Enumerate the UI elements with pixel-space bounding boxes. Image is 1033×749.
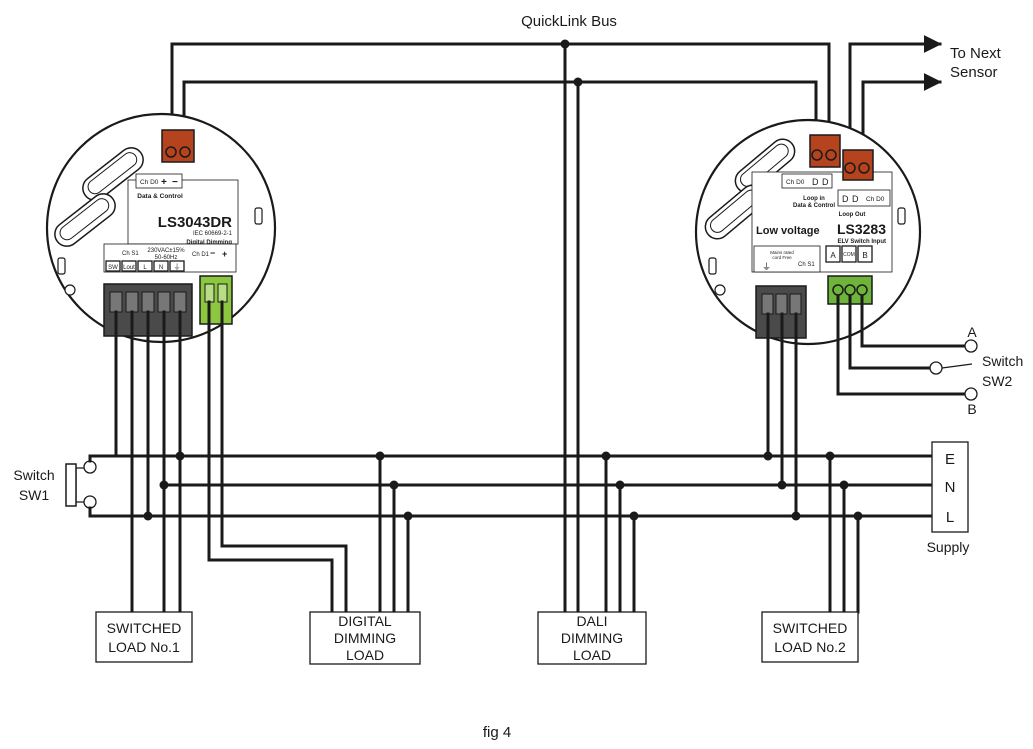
bus-connector-left xyxy=(161,129,195,163)
load1-line-2: LOAD No.1 xyxy=(108,639,180,655)
terminal-label-l: L xyxy=(143,265,147,271)
r-d-4: D xyxy=(852,194,859,204)
bus-label: QuickLink Bus xyxy=(521,13,617,30)
ch-d0-label: Ch D0 xyxy=(140,179,159,186)
rating-voltage: 230VAC±15% xyxy=(147,248,185,254)
load3-line-1: DALI xyxy=(576,613,607,629)
bus-connector-right-out xyxy=(842,149,874,181)
r-label-b: B xyxy=(862,251,867,260)
dimming-connector-left xyxy=(199,275,233,325)
load2-line-1: DIGITAL xyxy=(338,613,392,629)
rating-frequency: 50-60Hz xyxy=(155,255,178,261)
supply-block: E N L Supply xyxy=(927,441,970,555)
terminal-label-row: SW Lout L N ⏚ xyxy=(105,260,185,272)
quicklink-bus xyxy=(170,35,942,614)
next-sensor-label: To Next Sensor xyxy=(950,45,1002,81)
sw1-label-line-1: Switch xyxy=(13,467,54,483)
minus-sign-d1: − xyxy=(210,248,215,258)
loop-out-label: Loop Out xyxy=(839,212,866,218)
elv-input-label: ELV Switch Input xyxy=(837,239,886,245)
left-unit-wiring xyxy=(88,300,348,614)
sw2-terminal-b: B xyxy=(967,401,976,417)
minus-sign: − xyxy=(172,177,178,188)
supply-rails xyxy=(88,454,934,518)
mounting-slot-icon xyxy=(54,147,144,247)
r-ch-d0-label: Ch D0 xyxy=(786,179,805,186)
r-d-1: D xyxy=(812,177,819,187)
load4-line-2: LOAD No.2 xyxy=(774,639,846,655)
sw2-label-line-2: SW2 xyxy=(982,373,1013,389)
supply-terminal-l: L xyxy=(946,509,954,526)
load3-line-2: DIMMING xyxy=(561,630,623,646)
load1-line-1: SWITCHED xyxy=(107,620,182,636)
switch-sw1: Switch SW1 xyxy=(13,454,97,518)
sensor-ls3043dr: Ch D0 + − Data & Control LS3043DR IEC 60… xyxy=(45,112,277,344)
r-d-3: D xyxy=(842,194,849,204)
supply-terminal-e: E xyxy=(945,451,955,468)
load-switched-2: SWITCHED LOAD No.2 xyxy=(761,611,859,663)
sw2-terminal-a: A xyxy=(967,324,977,340)
load2-line-3: LOAD xyxy=(346,647,384,663)
bus-connector-right-in xyxy=(809,134,841,168)
load-digital-dimming: DIGITAL DIMMING LOAD xyxy=(309,611,421,665)
next-sensor-line-1: To Next xyxy=(950,45,1002,62)
junction-dots xyxy=(143,39,863,521)
r-d-2: D xyxy=(822,177,829,187)
load-wiring xyxy=(378,454,636,614)
terminal-label-earth: ⏚ xyxy=(174,263,181,271)
next-sensor-line-2: Sensor xyxy=(950,64,998,81)
terminal-label-lout: Lout xyxy=(123,265,135,271)
low-voltage-label: Low voltage xyxy=(756,225,820,237)
plus-sign: + xyxy=(161,177,167,188)
load3-line-3: LOAD xyxy=(573,647,611,663)
mains-rated-label: Mains rated xyxy=(770,250,794,255)
r-ch-s1-label: Ch S1 xyxy=(798,262,815,268)
data-control-label: Data & Control xyxy=(137,193,183,200)
function-label: Digital Dimming xyxy=(186,240,232,246)
model-ls3283: LS3283 xyxy=(837,221,886,237)
load2-line-2: DIMMING xyxy=(334,630,396,646)
load-switched-1: SWITCHED LOAD No.1 xyxy=(95,611,193,663)
sw1-label-line-2: SW1 xyxy=(19,487,50,503)
right-unit-wiring xyxy=(766,294,967,614)
sw2-label-line-1: Switch xyxy=(982,353,1023,369)
plus-sign-d1: + xyxy=(222,249,227,259)
r-ch-d0-out-label: Ch D0 xyxy=(866,196,885,203)
loop-in-data-label: Data & Control xyxy=(793,203,835,209)
load-dali-dimming: DALI DIMMING LOAD xyxy=(537,611,647,665)
r-label-a: A xyxy=(830,251,836,260)
cord-free-label: cord Free xyxy=(772,255,792,260)
figure-caption: fig 4 xyxy=(483,724,511,741)
model-ls3043dr: LS3043DR xyxy=(158,214,232,231)
sensor-ls3283: Ch D0 D D Loop in Data & Control D D Ch … xyxy=(694,118,922,346)
standard-label: IEC 60669-2-1 xyxy=(193,231,233,237)
earth-icon: ⏚ xyxy=(762,262,771,272)
r-label-com: COM xyxy=(843,252,855,258)
supply-label: Supply xyxy=(927,539,970,555)
supply-terminal-n: N xyxy=(945,479,956,496)
ch-s1-label: Ch S1 xyxy=(122,251,139,257)
loop-in-label: Loop in xyxy=(803,196,825,202)
terminal-label-sw: SW xyxy=(108,265,118,271)
terminal-label-n: N xyxy=(159,265,163,271)
load4-line-1: SWITCHED xyxy=(773,620,848,636)
ch-d1-label: Ch D1 xyxy=(192,252,210,258)
switch-sw2: A B Switch SW2 xyxy=(929,324,1023,417)
